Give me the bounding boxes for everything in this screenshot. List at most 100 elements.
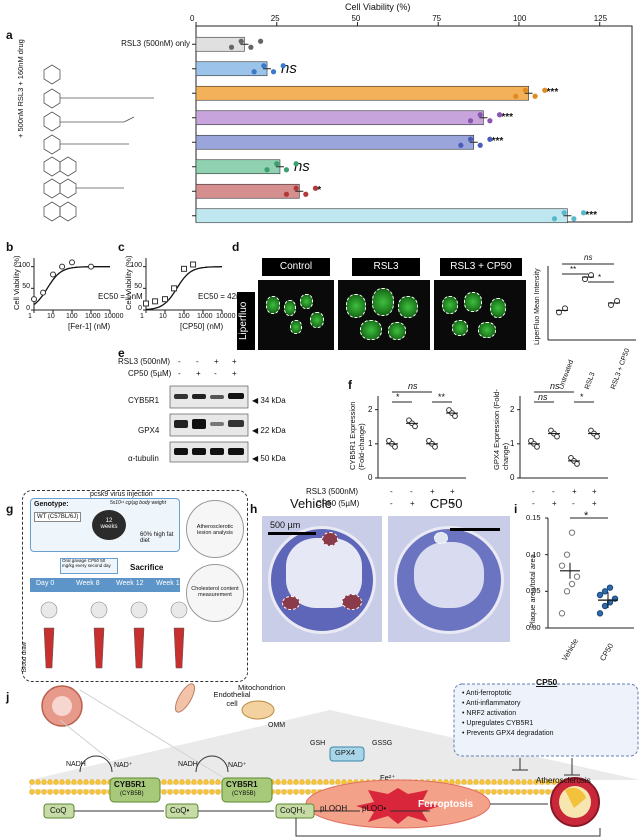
panel-f-sig: ns [538,392,548,402]
panel-c-ytick-label: 0 [138,305,142,312]
data-point [467,118,474,124]
membrane-bead [503,789,509,795]
panel-f-right-ylabel: GPX4 Expression (Fold-change) [492,389,510,470]
nad-label-2: NAD⁺ [228,762,247,769]
membrane-bead [473,779,479,785]
membrane-bead [305,779,311,785]
panel-b-data-point [59,263,66,270]
membrane-bead [287,789,293,795]
timeline-bar [30,578,180,592]
panel-a-bar-chart [192,22,633,224]
diet-label: 60% high fat diet [140,532,174,544]
panel-b-xtick-label: 100 [66,313,78,320]
membrane-bead [173,779,179,785]
panel-c-fit-curve [145,266,222,311]
membrane-bead [101,789,107,795]
membrane-bead [527,779,533,785]
panel-f-point [574,461,580,467]
band-label-cyb5r1: CYB5R1 [128,396,160,405]
significance-label: **** [487,136,504,148]
membrane-bead [317,779,323,785]
panel-d-sig-2: ** [570,265,577,274]
membrane-bead [167,789,173,795]
mouse-icon [92,510,126,540]
panel-f-point [534,443,540,450]
panel-f-sign: - [572,499,575,508]
panel-f-sign: + [410,499,415,508]
histology-cp50 [388,516,510,642]
panel-a-tick-label: 0 [190,14,195,23]
panel-c-data-point [162,296,168,303]
data-point [228,44,235,50]
virus-dose: 5x10¹¹ cg/µg body weight [110,500,166,506]
panel-e-sign: + [214,357,219,366]
membrane-bead [275,779,281,785]
coqdot-label: CoQ• [170,806,190,815]
band-label-gpx4: GPX4 [138,426,160,435]
cholesterol-circle [186,564,244,622]
panel-f-sig: ns [550,381,560,391]
panel-b-ytick-label: 100 [18,261,30,269]
membrane-bead [209,789,215,795]
membrane-bead [299,789,305,795]
panel-i-point [601,588,609,595]
data-point [551,216,558,222]
panel-f-point [554,433,560,440]
data-point [248,44,254,50]
membrane-bead [299,779,305,785]
age-label: 12 weeks [100,518,118,530]
panel-c-data-point [152,298,159,305]
membrane-bead [467,779,473,785]
membrane-bead [203,779,209,785]
gavage-box [60,558,118,574]
panel-b-xtick-label: 10 [47,313,55,320]
membrane-bead [521,789,527,795]
band-label-tubulin: α-tubulin [128,454,159,463]
membrane-bead [167,779,173,785]
panel-i-point [563,588,571,595]
cp50-effect-item: • Anti-ferroptotic [462,690,512,697]
data-point [274,161,280,167]
coq-label: CoQ [50,806,67,815]
panel-letter-f: f [348,378,352,392]
membrane-bead [551,779,557,785]
membrane-bead [335,779,341,785]
cp50-effect-item: • Anti-inflammatory [462,700,521,707]
panel-c-xlabel: [CP50] (nM) [180,322,224,331]
gsh-label: GSH [310,740,326,747]
membrane-bead [545,779,551,785]
ploo-label: pLOO• [362,804,387,813]
nadh-label-1: NADH [66,761,86,768]
membrane-bead [281,789,287,795]
panel-f-ytick-label: 0 [510,473,515,482]
western-blot-image [169,385,249,463]
membrane-bead [71,789,77,795]
panel-letter-j: j [6,690,10,704]
panel-f-ytick-label: 0 [368,473,373,482]
histology-vehicle [262,516,382,642]
membrane-bead [305,789,311,795]
virus-label: pcsk9 virus injection [90,491,153,498]
membrane-bead [491,779,497,785]
membrane-bead [65,789,71,795]
membrane-bead [509,789,515,795]
scalebar-label: 500 µm [270,520,301,530]
panel-b-fit-curve [33,266,110,306]
panel-i-significance: * [584,510,589,522]
membrane-bead [179,789,185,795]
data-point [293,161,299,167]
membrane-bead [53,789,59,795]
data-point [251,69,257,75]
panel-letter-c: c [118,240,125,254]
membrane-bead [41,789,47,795]
panel-e-sign: + [232,369,237,378]
panel-f-ytick-label: 2 [510,404,515,414]
panel-e-sign: - [196,357,199,366]
membrane-bead [515,789,521,795]
membrane-bead [503,779,509,785]
membrane-bead [515,779,521,785]
membrane-bead [89,789,95,795]
panel-f-row1-label: RSL3 (500nM) [306,487,359,496]
